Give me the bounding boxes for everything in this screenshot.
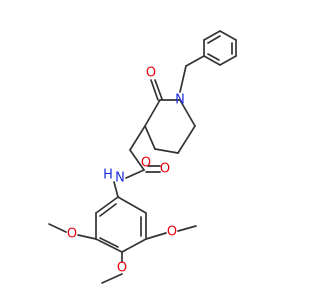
bond	[207, 35, 221, 44]
bond	[117, 196, 147, 214]
amide-oxygen-label: O	[160, 162, 170, 177]
bond	[77, 234, 97, 240]
ring-oxygen-label: O	[141, 156, 151, 171]
bond	[113, 181, 119, 198]
bond	[144, 99, 161, 127]
bond	[219, 55, 237, 66]
bond	[185, 55, 205, 67]
molecule-diagram: O N O O N H O O O	[48, 30, 237, 284]
ring-nitrogen-label: N	[175, 93, 185, 108]
amide-nitrogen-label: N	[115, 171, 125, 186]
methoxy-para-oxygen-label: O	[117, 261, 127, 276]
amide-hydrogen-label: H	[103, 168, 113, 183]
bond	[203, 30, 221, 41]
bond	[99, 237, 119, 248]
atom-labels: O N O O N H O O O	[67, 66, 185, 276]
bond	[121, 238, 147, 253]
bond	[150, 79, 159, 101]
bond	[207, 53, 220, 61]
bond	[177, 125, 196, 154]
bond	[101, 273, 123, 284]
bond	[144, 125, 156, 150]
bond	[129, 125, 146, 151]
methoxy-right-oxygen-label: O	[167, 225, 177, 240]
bond	[154, 79, 163, 100]
bond	[99, 203, 117, 217]
bond	[129, 149, 145, 171]
bond	[95, 238, 123, 253]
bond	[154, 148, 179, 154]
bond	[145, 232, 167, 240]
bonds	[48, 30, 237, 284]
bond	[95, 196, 119, 214]
bond	[219, 30, 237, 41]
bond	[125, 169, 145, 179]
bond	[177, 225, 197, 232]
ring-carbonyl-oxygen-label: O	[146, 66, 156, 81]
bond	[179, 99, 196, 127]
bond	[48, 223, 67, 233]
bond	[203, 55, 221, 66]
bond	[179, 65, 187, 93]
methoxy-left-oxygen-label: O	[67, 227, 77, 242]
